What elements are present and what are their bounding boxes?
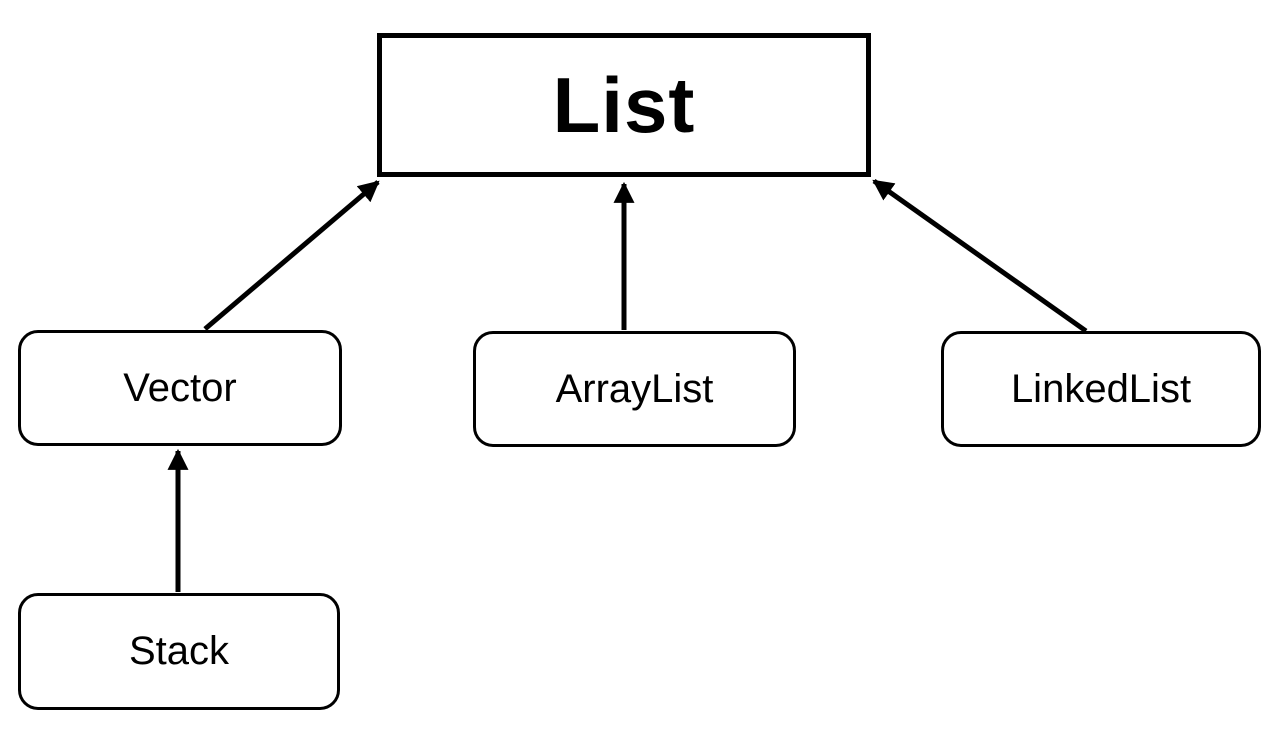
node-linkedlist: LinkedList [941,331,1261,447]
node-linkedlist-label: LinkedList [1010,366,1192,411]
node-arraylist-label: ArrayList [555,366,714,411]
node-stack: Stack [18,593,340,710]
node-arraylist: ArrayList [473,331,796,447]
arrow-vector-to-list [203,180,380,331]
node-stack-label: Stack [128,629,230,673]
node-list-label: List [552,60,696,149]
node-vector-label: Vector [123,365,237,410]
arrow-linkedlist-to-list [872,178,1088,334]
node-vector: Vector [18,330,342,446]
node-list: List [377,33,871,177]
